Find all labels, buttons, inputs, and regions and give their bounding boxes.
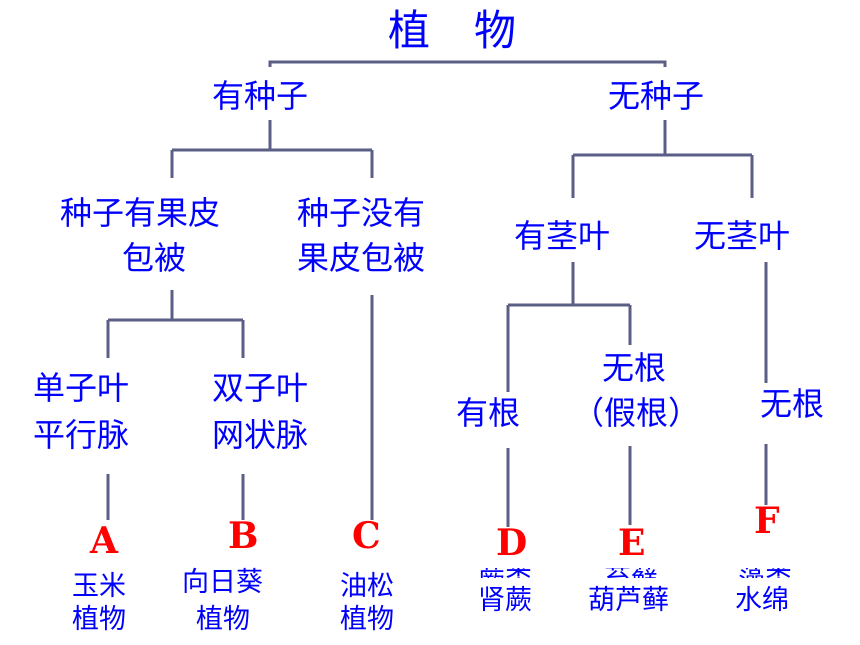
example-c-line1: 油松	[340, 571, 394, 602]
label-a: A	[90, 520, 118, 562]
example-c-line2: 植物	[340, 604, 394, 635]
label-e: E	[618, 522, 646, 564]
node-no-root-right: 无根	[760, 385, 825, 423]
node-monocot-line1: 单子叶	[33, 369, 130, 407]
example-d: 肾蕨	[478, 585, 532, 616]
node-dicot-line1: 双子叶	[212, 369, 309, 407]
node-no-root-line2: （假根）	[572, 394, 701, 432]
label-c: C	[352, 515, 381, 557]
example-b-line1: 向日葵	[182, 567, 263, 598]
node-seed-bare-line1: 种子没有	[297, 194, 426, 232]
ghost-text-f: 藻类	[738, 568, 792, 578]
node-monocot-line2: 平行脉	[33, 416, 130, 454]
node-no-stem-leaf: 无茎叶	[694, 217, 791, 255]
example-a-line2: 植物	[72, 604, 126, 635]
node-has-stem-leaf: 有茎叶	[514, 217, 611, 255]
example-a-line1: 玉米	[72, 571, 126, 602]
node-dicot-line2: 网状脉	[212, 416, 309, 454]
label-d: D	[496, 522, 528, 564]
node-no-root-line1: 无根	[602, 349, 667, 387]
connector-root	[268, 60, 667, 67]
label-b: B	[228, 515, 259, 557]
node-seed-covered-line2: 包被	[122, 239, 187, 277]
node-has-seed: 有种子	[212, 77, 309, 115]
root-title: 植物	[388, 6, 561, 55]
ghost-text-e: 苔藓	[604, 568, 658, 578]
node-seed-bare-line2: 果皮包被	[297, 239, 426, 277]
node-no-seed: 无种子	[608, 77, 705, 115]
node-seed-covered-line1: 种子有果皮	[60, 194, 221, 232]
label-f: F	[754, 500, 780, 542]
example-b-line2: 植物	[196, 604, 250, 635]
ghost-text-d: 蕨类	[478, 568, 532, 578]
example-f: 水绵	[735, 585, 789, 616]
node-has-root: 有根	[456, 394, 521, 432]
example-e: 葫芦藓	[588, 585, 669, 616]
